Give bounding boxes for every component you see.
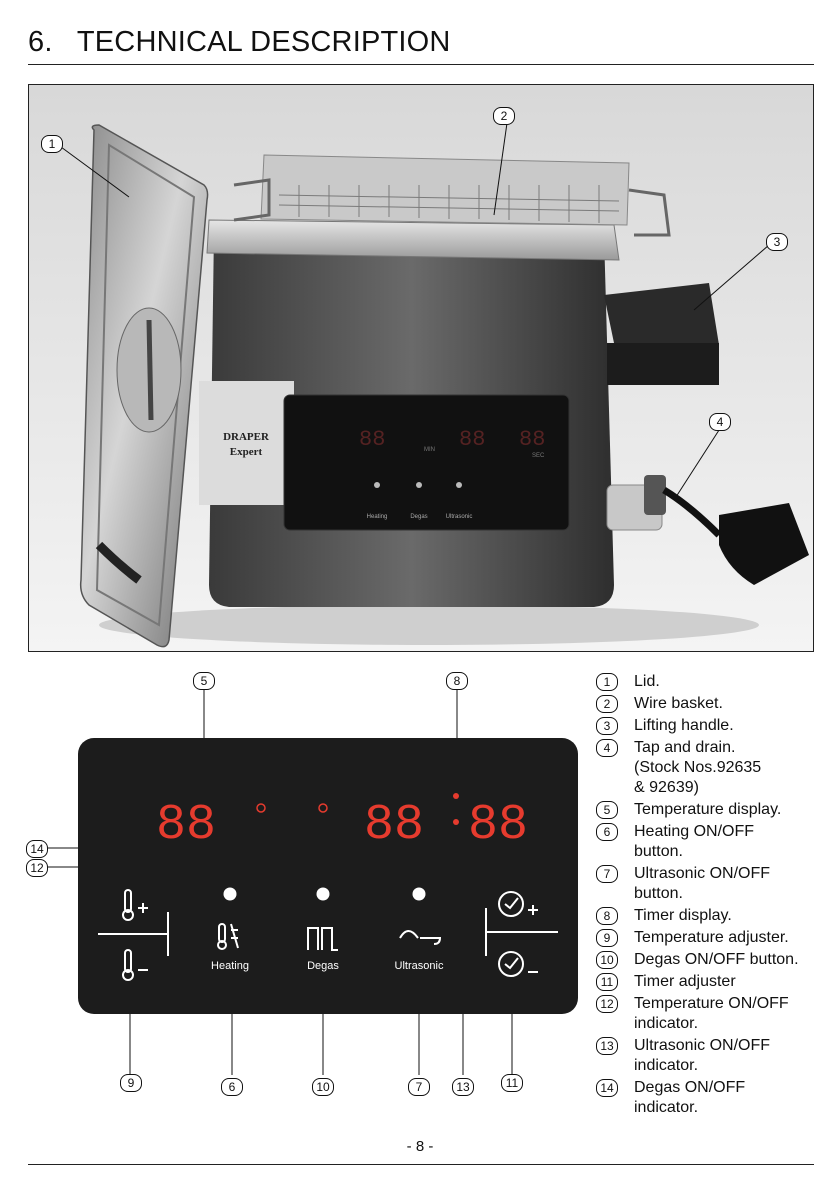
legend-number: 10 — [596, 951, 618, 969]
photo-min-label: MIN — [424, 447, 435, 453]
legend-number: 8 — [596, 907, 618, 925]
callout-3: 3 — [766, 233, 788, 251]
brand-draper-text: DRAPER — [223, 431, 270, 443]
legend-number: 4 — [596, 739, 618, 757]
photo-heating-label: Heating — [367, 514, 388, 520]
photo-timer-display: 88 — [459, 427, 485, 452]
photo-temp-display: 88 — [359, 427, 385, 452]
callout-12: 12 — [26, 859, 48, 877]
footer-rule — [28, 1164, 814, 1165]
section-number: 6. — [28, 26, 53, 58]
legend-item: 14 Degas ON/OFF indicator. — [596, 1078, 832, 1118]
clock-small-icon — [318, 803, 328, 813]
heating-button[interactable] — [217, 923, 239, 950]
legend-text: Lid. — [634, 673, 660, 690]
celsius-icon — [256, 803, 266, 813]
legend-text: Degas ON/OFF indicator. — [634, 1079, 746, 1116]
legend-text: Tap and drain. (Stock Nos.92635 & 92639) — [634, 739, 762, 796]
product-photo: DRAPER Expert 88 88 88 SEC MIN Heating D… — [28, 84, 814, 652]
control-panel: 88 88 88 — [78, 738, 578, 1014]
callout-2: 2 — [493, 107, 515, 125]
legend-text: Temperature ON/OFF indicator. — [634, 995, 789, 1032]
legend-text: Heating ON/OFF button. — [634, 823, 755, 860]
legend-number: 12 — [596, 995, 618, 1013]
legend-number: 14 — [596, 1079, 618, 1097]
section-heading: 6. TECHNICAL DESCRIPTION — [28, 26, 451, 59]
legend-item: 8 Timer display. — [596, 906, 832, 926]
callout-6: 6 — [221, 1078, 243, 1096]
legend-number: 9 — [596, 929, 618, 947]
ultrasonic-button[interactable] — [399, 930, 442, 945]
brand-expert-text: Expert — [230, 446, 263, 458]
photo-timer-display-right: 88 — [519, 427, 545, 452]
legend-item: 11 Timer adjuster — [596, 972, 832, 992]
degas-indicator — [316, 887, 330, 901]
ultrasonic-indicator — [412, 887, 426, 901]
legend-text: Lifting handle. — [634, 717, 734, 734]
callout-7: 7 — [408, 1078, 430, 1096]
photo-degas-label: Degas — [410, 514, 427, 520]
legend-number: 5 — [596, 801, 618, 819]
callout-11: 11 — [501, 1074, 523, 1092]
legend-number: 1 — [596, 673, 618, 691]
legend-text: Ultrasonic ON/OFF indicator. — [634, 1037, 771, 1074]
photo-sec-label: SEC — [532, 453, 545, 459]
ultrasonic-label: Ultrasonic — [394, 960, 444, 972]
legend-item: 12 Temperature ON/OFF indicator. — [596, 994, 832, 1034]
control-panel-graphics: 88 88 88 — [98, 793, 558, 981]
temperature-display: 88 — [156, 797, 216, 854]
legend-text: Timer adjuster — [634, 973, 736, 990]
legend-item: 13 Ultrasonic ON/OFF indicator. — [596, 1036, 832, 1076]
timer-adjuster[interactable] — [485, 891, 558, 977]
legend-text: Degas ON/OFF button. — [634, 951, 799, 968]
ultrasonic-cleaner-illustration: DRAPER Expert 88 88 88 SEC MIN Heating D… — [29, 85, 813, 651]
legend-item: 5 Temperature display. — [596, 800, 832, 820]
timer-display-min: 88 — [364, 797, 424, 854]
parts-legend: 1 Lid. 2 Wire basket. 3 Lifting handle. 4 Ta… — [596, 672, 832, 1120]
legend-number: 13 — [596, 1037, 618, 1055]
callout-14: 14 — [26, 840, 48, 858]
section-title: TECHNICAL DESCRIPTION — [76, 26, 451, 58]
legend-text: Timer display. — [634, 907, 732, 924]
callout-10: 10 — [312, 1078, 334, 1096]
degas-label: Degas — [307, 960, 339, 972]
header-rule — [28, 64, 814, 65]
legend-text: Ultrasonic ON/OFF button. — [634, 865, 771, 902]
callout-4: 4 — [709, 413, 731, 431]
legend-item: 10 Degas ON/OFF button. — [596, 950, 832, 970]
legend-text: Temperature display. — [634, 801, 782, 818]
callout-1: 1 — [41, 135, 63, 153]
legend-number: 11 — [596, 973, 618, 991]
degas-button[interactable] — [307, 927, 338, 951]
callout-5: 5 — [193, 672, 215, 690]
callout-8: 8 — [446, 672, 468, 690]
timer-display-sec: 88 — [468, 797, 528, 854]
photo-ultrasonic-label: Ultrasonic — [446, 514, 473, 520]
legend-item: 4 Tap and drain. (Stock Nos.92635 & 92639… — [596, 738, 832, 798]
temperature-adjuster[interactable] — [98, 889, 169, 981]
legend-number: 7 — [596, 865, 618, 883]
legend-item: 7 Ultrasonic ON/OFF button. — [596, 864, 832, 904]
legend-text: Temperature adjuster. — [634, 929, 789, 946]
temperature-indicator — [223, 887, 237, 901]
legend-item: 9 Temperature adjuster. — [596, 928, 832, 948]
legend-item: 1 Lid. — [596, 672, 832, 692]
legend-number: 2 — [596, 695, 618, 713]
callout-13: 13 — [452, 1078, 474, 1096]
legend-item: 2 Wire basket. — [596, 694, 832, 714]
legend-number: 6 — [596, 823, 618, 841]
legend-item: 3 Lifting handle. — [596, 716, 832, 736]
page-number: - 8 - — [406, 1138, 434, 1155]
legend-text: Wire basket. — [634, 695, 723, 712]
legend-item: 6 Heating ON/OFF button. — [596, 822, 832, 862]
legend-number: 3 — [596, 717, 618, 735]
heating-label: Heating — [211, 960, 249, 972]
callout-9: 9 — [120, 1074, 142, 1092]
